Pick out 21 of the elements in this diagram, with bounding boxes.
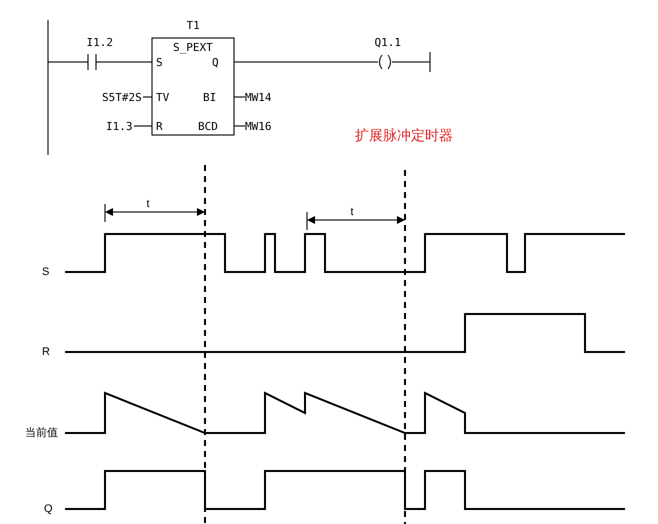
diagram-caption: 扩展脉冲定时器 <box>355 127 453 143</box>
pin-label: TV <box>156 90 170 104</box>
signal-name: R <box>42 346 50 358</box>
signal-name: Q <box>44 502 53 516</box>
dimension-label: t <box>350 206 354 218</box>
input-label: I1.3 <box>106 120 132 132</box>
dimension-label: t <box>146 198 150 210</box>
output-address: MW14 <box>245 90 272 104</box>
pin-label: BI <box>203 90 216 104</box>
pin-label: S <box>156 56 163 68</box>
timer-name: T1 <box>186 18 200 32</box>
pin-label: R <box>156 120 163 132</box>
contact-label: I1.2 <box>86 36 113 48</box>
pin-label: BCD <box>198 120 218 132</box>
output-address: MW16 <box>245 120 272 132</box>
input-value: S5T#2S <box>102 90 142 104</box>
timer-type: S_PEXT <box>173 40 213 54</box>
signal-name: S <box>42 266 50 278</box>
pin-label: Q <box>212 56 219 68</box>
signal-name: 当前值 <box>25 426 58 440</box>
coil-label: Q1.1 <box>374 36 401 48</box>
